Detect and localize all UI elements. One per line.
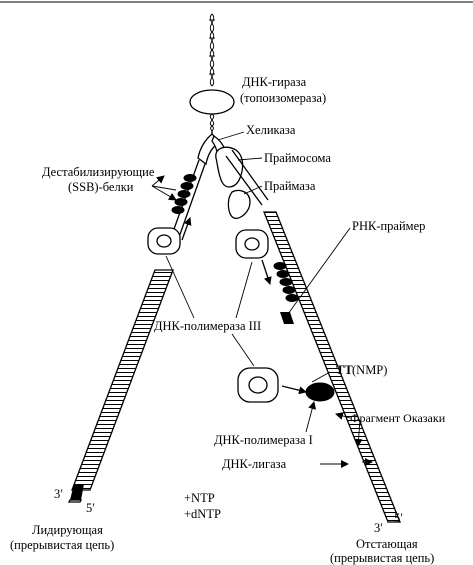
nmp-symbol: ТТ [336,363,353,377]
label-topoisomerase: (топоизомераза) [240,91,326,105]
label-polymerase-i: ДНК-полимераза I [214,433,313,447]
parental-dna-helix [209,14,215,86]
label-rna-primer: РНК-праймер [352,219,425,233]
label-gyrase: ДНК-гираза [242,75,307,89]
dna-polymerase-i-shape [306,383,334,401]
label-primase: Праймаза [264,179,316,193]
label-okazaki: Фрагмент Оказаки [350,411,446,425]
ssb-proteins-leading [172,175,196,214]
label-lagging-line1: Отстающая [356,537,418,551]
primosome-shape [216,147,243,187]
label-nmp: (NMP) [352,363,387,377]
label-helicase: Хеликаза [246,123,296,137]
leading-primer-block [70,484,84,500]
label-polymerase-iii: ДНК-полимераза III [154,319,261,333]
dna-polymerase-iii-free [238,368,278,402]
leading-strand-duplex [72,270,173,490]
label-lagging-line2: (прерывистая цепь) [330,551,434,565]
label-ssb-line1: Дестабилизирующие [42,165,155,179]
leader-lines [152,132,372,464]
dna-polymerase-iii-leading [148,228,180,254]
label-leading-5prime: 5′ [86,501,95,515]
label-leading-line2: (прерывистая цепь) [10,538,114,552]
label-leading-line1: Лидирующая [32,523,103,537]
label-leading-3prime: 3′ [54,487,63,501]
label-ssb-line2: (SSB)-белки [68,180,134,194]
label-lagging-5prime: 5′ [394,511,403,525]
primase-shape [228,190,250,218]
rna-primer-block [280,312,294,324]
label-ntp: +NTP [184,491,215,505]
label-lagging-3prime: 3′ [374,521,383,535]
label-primosome: Праймосома [264,151,331,165]
unwound-dna-helix [210,114,213,134]
label-dntp: +dNTP [184,507,221,521]
dna-gyrase-shape [190,90,234,114]
dna-polymerase-iii-lagging [236,230,268,258]
label-ligase: ДНК-лигаза [222,457,287,471]
